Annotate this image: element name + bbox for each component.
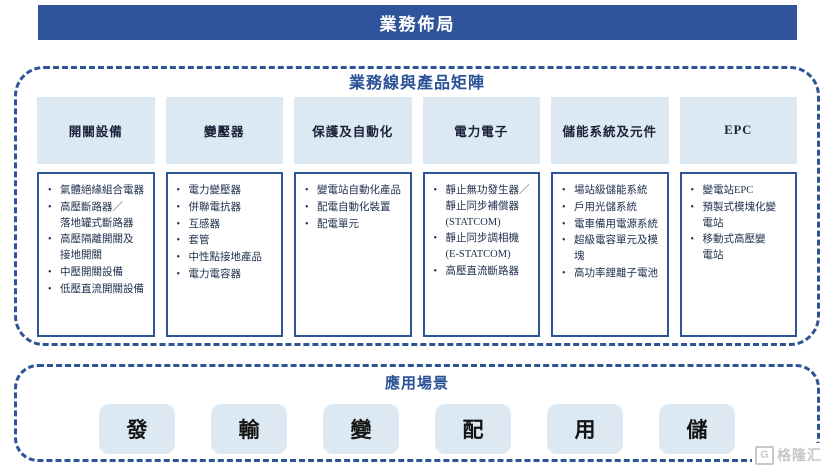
product-item: 高壓直流斷路器 <box>430 264 536 280</box>
product-item: 併聯電抗器 <box>173 200 279 216</box>
product-item: 高功率鋰離子電池 <box>558 266 664 282</box>
scenario-box: 儲 <box>659 404 735 454</box>
product-column: 儲能系統及元件 場站級儲能系統戶用光儲系統電車備用電源系統超級電容單元及模塊高功… <box>551 97 669 337</box>
scenario-box: 發 <box>99 404 175 454</box>
product-column: EPC 變電站EPC預製式模塊化變 電站移動式高壓變 電站 <box>679 97 797 337</box>
product-item: 場站級儲能系統 <box>558 183 664 199</box>
product-bullet-list: 氣體絕緣組合電器高壓斷路器／ 落地罐式斷路器高壓隔離開關及 接地開關中壓開關設備… <box>44 183 150 297</box>
column-product-list: 氣體絕緣組合電器高壓斷路器／ 落地罐式斷路器高壓隔離開關及 接地開關中壓開關設備… <box>37 172 155 337</box>
product-item: 超級電容單元及模塊 <box>558 233 664 265</box>
product-item: 高壓隔離開關及 接地開關 <box>44 232 150 264</box>
gelonghui-logo-icon: G <box>755 445 774 465</box>
product-bullet-list: 場站級儲能系統戶用光儲系統電車備用電源系統超級電容單元及模塊高功率鋰離子電池 <box>558 183 664 282</box>
product-item: 互感器 <box>173 217 279 233</box>
product-item: 靜止無功發生器／ 靜止同步補償器 (STATCOM) <box>430 183 536 230</box>
column-product-list: 變電站EPC預製式模塊化變 電站移動式高壓變 電站 <box>679 172 797 337</box>
product-item: 配電單元 <box>301 217 407 233</box>
product-item: 高壓斷路器／ 落地罐式斷路器 <box>44 200 150 232</box>
product-bullet-list: 變電站自動化產品配電自動化裝置配電單元 <box>301 183 407 232</box>
product-item: 套管 <box>173 233 279 249</box>
product-item: 變電站自動化產品 <box>301 183 407 199</box>
product-column: 電力電子 靜止無功發生器／ 靜止同步補償器 (STATCOM)靜止同步調相機 (… <box>422 97 540 337</box>
application-scenarios-section: 應用場景 發輸變配用儲 <box>14 364 820 462</box>
product-item: 中性點接地產品 <box>173 250 279 266</box>
product-column: 保護及自動化 變電站自動化產品配電自動化裝置配電單元 <box>294 97 412 337</box>
scenario-row: 發輸變配用儲 <box>17 404 817 454</box>
product-item: 電力電容器 <box>173 267 279 283</box>
column-product-list: 場站級儲能系統戶用光儲系統電車備用電源系統超級電容單元及模塊高功率鋰離子電池 <box>551 172 669 337</box>
column-header: 儲能系統及元件 <box>551 97 669 164</box>
product-item: 電力變壓器 <box>173 183 279 199</box>
scenario-box: 配 <box>435 404 511 454</box>
product-bullet-list: 電力變壓器併聯電抗器互感器套管中性點接地產品電力電容器 <box>173 183 279 283</box>
product-item: 配電自動化裝置 <box>301 200 407 216</box>
column-product-list: 變電站自動化產品配電自動化裝置配電單元 <box>294 172 412 337</box>
product-bullet-list: 靜止無功發生器／ 靜止同步補償器 (STATCOM)靜止同步調相機 (E-STA… <box>430 183 536 280</box>
matrix-section-title: 業務線與產品矩陣 <box>348 75 485 92</box>
column-product-list: 靜止無功發生器／ 靜止同步補償器 (STATCOM)靜止同步調相機 (E-STA… <box>422 172 540 337</box>
column-header: 開關設備 <box>37 97 155 164</box>
product-item: 低壓直流開關設備 <box>44 282 150 298</box>
business-matrix-section: 業務線與產品矩陣 開關設備 氣體絕緣組合電器高壓斷路器／ 落地罐式斷路器高壓隔離… <box>14 66 820 346</box>
product-item: 氣體絕緣組合電器 <box>44 183 150 199</box>
product-column: 開關設備 氣體絕緣組合電器高壓斷路器／ 落地罐式斷路器高壓隔離開關及 接地開關中… <box>37 97 155 337</box>
column-header: 電力電子 <box>422 97 540 164</box>
column-header: 變壓器 <box>165 97 283 164</box>
product-item: 戶用光儲系統 <box>558 200 664 216</box>
product-column: 變壓器 電力變壓器併聯電抗器互感器套管中性點接地產品電力電容器 <box>165 97 283 337</box>
product-item: 靜止同步調相機 (E-STATCOM) <box>430 231 536 263</box>
scenarios-section-title: 應用場景 <box>384 376 449 392</box>
gelonghui-watermark: G 格隆汇 <box>752 443 825 467</box>
product-item: 預製式模塊化變 電站 <box>687 200 793 232</box>
product-item: 中壓開關設備 <box>44 265 150 281</box>
product-bullet-list: 變電站EPC預製式模塊化變 電站移動式高壓變 電站 <box>687 183 793 264</box>
product-item: 移動式高壓變 電站 <box>687 232 793 264</box>
product-columns: 開關設備 氣體絕緣組合電器高壓斷路器／ 落地罐式斷路器高壓隔離開關及 接地開關中… <box>17 95 817 337</box>
column-header: EPC <box>679 97 797 164</box>
scenario-box: 輸 <box>211 404 287 454</box>
page-title: 業務佈局 <box>38 5 797 40</box>
product-item: 電車備用電源系統 <box>558 217 664 233</box>
scenario-box: 變 <box>323 404 399 454</box>
gelonghui-watermark-text: 格隆汇 <box>777 449 822 464</box>
product-item: 變電站EPC <box>687 183 793 199</box>
page-title-text: 業務佈局 <box>379 15 456 34</box>
scenario-box: 用 <box>547 404 623 454</box>
column-product-list: 電力變壓器併聯電抗器互感器套管中性點接地產品電力電容器 <box>165 172 283 337</box>
column-header: 保護及自動化 <box>294 97 412 164</box>
